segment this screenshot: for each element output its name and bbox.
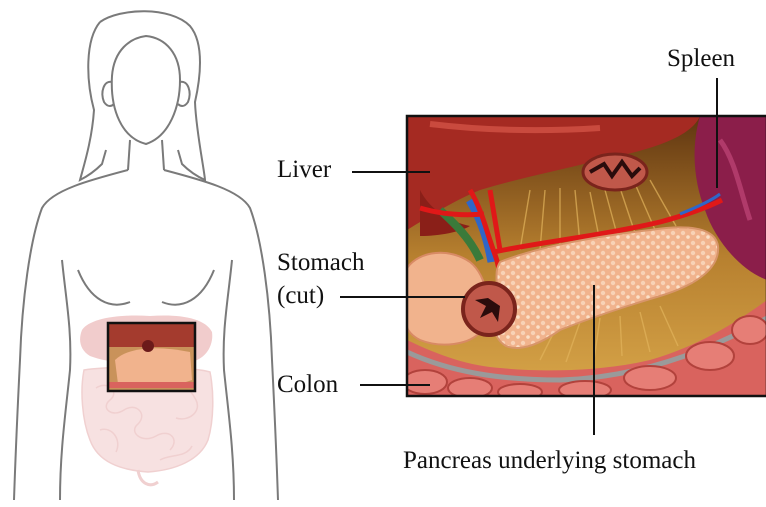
label-spleen: Spleen (667, 46, 735, 71)
leader-liver (352, 171, 430, 173)
label-colon: Colon (277, 372, 338, 397)
leader-colon (360, 384, 430, 386)
leader-stomach (340, 296, 465, 298)
label-liver: Liver (277, 157, 331, 182)
label-stomach-cut: (cut) (277, 283, 324, 308)
label-stomach: Stomach (277, 250, 365, 275)
leader-spleen (716, 78, 718, 188)
body-inset-thumbnail (108, 323, 195, 391)
label-pancreas: Pancreas underlying stomach (403, 448, 696, 473)
leader-pancreas (593, 285, 595, 435)
inset-detail (403, 116, 766, 400)
